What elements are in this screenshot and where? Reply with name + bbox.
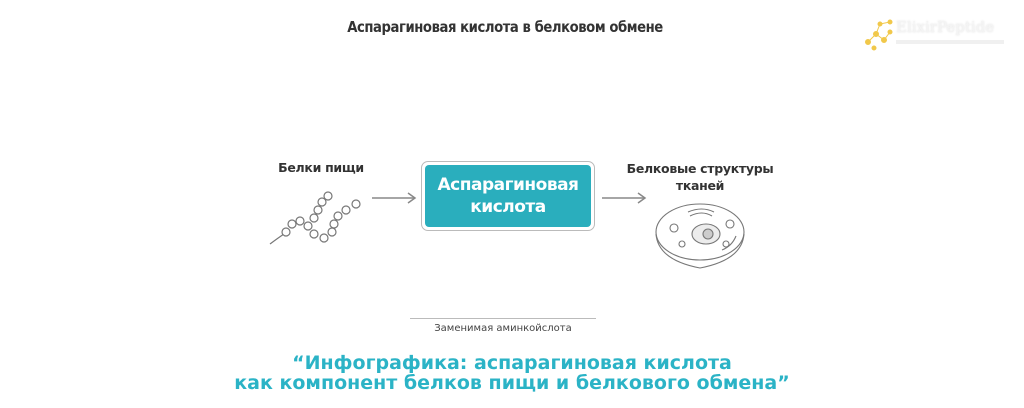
arrow-right-icon	[602, 192, 647, 204]
molecule-icon	[865, 19, 893, 51]
page-title: Аспарагиновая кислота в белковом обмене	[347, 18, 663, 36]
cell-icon	[655, 203, 745, 269]
food-proteins-label: Белки пищи	[278, 160, 364, 175]
caption: Заменимая аминкойслота	[434, 323, 572, 334]
logo: ElixirPeptide	[862, 14, 1012, 54]
aspartic-acid-box: Аспарагиновая кислота	[421, 161, 595, 231]
arrow-right-icon	[372, 192, 417, 204]
infographic-quote: “Инфографика: аспарагиновая кислота как …	[234, 352, 790, 394]
protein-chain-icon	[269, 191, 361, 245]
tissue-protein-label: Белковые структуры тканей	[626, 161, 774, 193]
divider	[410, 318, 596, 319]
aspartic-acid-label: Аспарагиновая кислота	[425, 165, 591, 227]
